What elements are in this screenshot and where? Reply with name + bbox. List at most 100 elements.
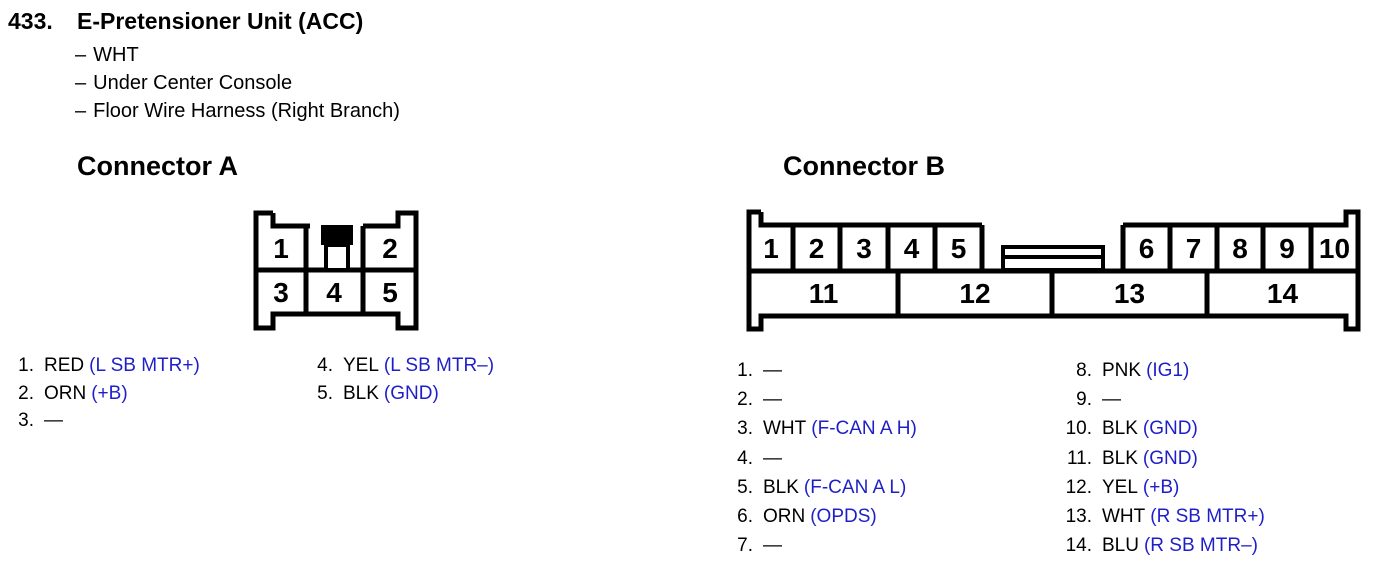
wire-color: BLK [763, 476, 799, 498]
wire-color: WHT [1102, 506, 1146, 528]
pin-row: 4.— [733, 444, 917, 473]
wire-color: — [763, 447, 782, 469]
connector-b-heading: Connector B [783, 151, 945, 181]
pin-row: 3. WHT(F-CAN A H) [733, 414, 917, 443]
signal-name: (IG1) [1146, 360, 1190, 381]
wire-color: WHT [763, 418, 807, 440]
pin-number: 10. [1065, 418, 1092, 440]
wire-color: BLK [1102, 418, 1138, 440]
conn-b-pin-6: 6 [1139, 233, 1155, 264]
wire-color: — [763, 535, 782, 557]
wire-color: RED [44, 355, 85, 376]
conn-a-pin-3: 3 [273, 277, 289, 308]
signal-name: (L SB MTR–) [383, 355, 495, 376]
conn-a-pin-4: 4 [326, 277, 342, 308]
connector-b-pin-list-col1: 1.— 2.— 3.WHT(F-CAN A H) 4.— 5.BLK(F-CAN… [733, 356, 917, 560]
conn-b-pin-12: 12 [959, 278, 990, 309]
conn-b-pin-10: 10 [1319, 233, 1350, 264]
pin-row: 11. BLK(GND) [1050, 444, 1265, 473]
pin-number: 1. [737, 360, 753, 381]
pin-number: 2. [737, 389, 753, 411]
signal-name: (R SB MTR–) [1143, 535, 1258, 557]
pin-row: 6.ORN(OPDS) [733, 502, 917, 531]
pin-row: 8.PNK(IG1) [1050, 356, 1265, 385]
pin-number: 5. [737, 476, 753, 498]
pin-row: 12.YEL(+B) [1050, 473, 1265, 502]
connector-a-pin-list-col1: 1. RED(L SB MTR+) 2. ORN(+B) 3. — [16, 352, 200, 435]
connector-a-outline [253, 210, 419, 331]
detail-line: –Floor Wire Harness (Right Branch) [75, 97, 400, 125]
pin-number: 13. [1065, 506, 1092, 528]
wire-color: YEL [343, 355, 379, 376]
pin-row: 13. WHT(R SB MTR+) [1050, 502, 1265, 531]
pin-number: 3. [18, 410, 34, 431]
pin-number: 12. [1065, 476, 1092, 498]
section-number: 433. [8, 8, 53, 34]
signal-name: (GND) [1142, 418, 1198, 440]
detail-line: –WHT [75, 41, 400, 69]
wire-color: ORN [763, 506, 806, 528]
pin-number: 3. [737, 418, 753, 440]
signal-name: (L SB MTR+) [89, 355, 200, 376]
wire-color: BLK [1102, 447, 1138, 469]
wire-color: — [1102, 389, 1121, 411]
pin-row: 10. BLK(GND) [1050, 414, 1265, 443]
pin-row: 1.— [733, 356, 917, 385]
conn-a-pin-5: 5 [382, 277, 398, 308]
page-title-row: 433. E-Pretensioner Unit (ACC) [8, 8, 363, 35]
pin-row: 9. — [1050, 385, 1265, 414]
signal-name: (F-CAN A L) [803, 476, 907, 498]
conn-b-pin-13: 13 [1114, 278, 1145, 309]
pin-number: 8. [1076, 360, 1092, 381]
pin-number: 4. [317, 355, 333, 376]
page-title: E-Pretensioner Unit (ACC) [77, 8, 364, 34]
conn-b-pin-1: 1 [763, 233, 779, 264]
wire-color: YEL [1102, 476, 1138, 498]
signal-name: (R SB MTR+) [1150, 506, 1265, 528]
signal-name: (+B) [91, 382, 128, 404]
pin-number: 1. [18, 355, 34, 376]
conn-b-pin-11: 11 [809, 278, 839, 309]
dash-prefix: – [75, 44, 87, 66]
pin-row: 5. BLK(F-CAN A L) [733, 473, 917, 502]
pin-row: 3. — [16, 407, 200, 435]
signal-name: (F-CAN A H) [811, 418, 917, 440]
conn-b-pin-5: 5 [951, 233, 967, 264]
connector-a-diagram: 1 2 3 4 5 [253, 210, 419, 331]
detail-text: WHT [93, 44, 139, 66]
signal-name: (GND) [383, 382, 439, 404]
wire-color: — [763, 389, 782, 411]
connector-b-outline [746, 209, 1361, 332]
pin-number: 11. [1066, 447, 1092, 469]
wire-color: BLU [1102, 535, 1139, 557]
connector-a-heading: Connector A [77, 151, 238, 181]
pin-row: 1. RED(L SB MTR+) [16, 352, 200, 380]
wire-color: ORN [44, 382, 87, 404]
wire-color: — [44, 410, 63, 431]
connector-b-diagram: 1 2 3 4 5 6 7 8 9 10 11 12 13 14 [746, 209, 1361, 332]
conn-a-pin-1: 1 [273, 233, 289, 264]
pin-number: 14. [1065, 535, 1092, 557]
conn-b-pin-3: 3 [856, 233, 872, 264]
pin-number: 9. [1076, 389, 1092, 411]
conn-a-pin-2: 2 [382, 233, 398, 264]
pin-number: 2. [18, 382, 34, 404]
signal-name: (GND) [1142, 447, 1198, 469]
conn-b-pin-4: 4 [904, 233, 920, 264]
pin-number: 5. [317, 382, 333, 404]
dash-prefix: – [75, 100, 87, 122]
connector-a-key-tab [321, 225, 353, 245]
pin-number: 6. [737, 506, 753, 528]
pin-row: 2. ORN(+B) [16, 380, 200, 408]
conn-b-pin-7: 7 [1186, 233, 1202, 264]
conn-b-pin-9: 9 [1279, 233, 1295, 264]
connector-a-pin-list-col2: 4. YEL(L SB MTR–) 5.BLK(GND) [315, 352, 494, 407]
conn-b-pin-14: 14 [1267, 278, 1299, 309]
conn-b-pin-2: 2 [809, 233, 825, 264]
conn-b-pin-8: 8 [1232, 233, 1248, 264]
pin-row: 5.BLK(GND) [315, 380, 494, 408]
pin-row: 7.— [733, 531, 917, 560]
pin-row: 2. — [733, 385, 917, 414]
pin-row: 14. BLU(R SB MTR–) [1050, 531, 1265, 560]
